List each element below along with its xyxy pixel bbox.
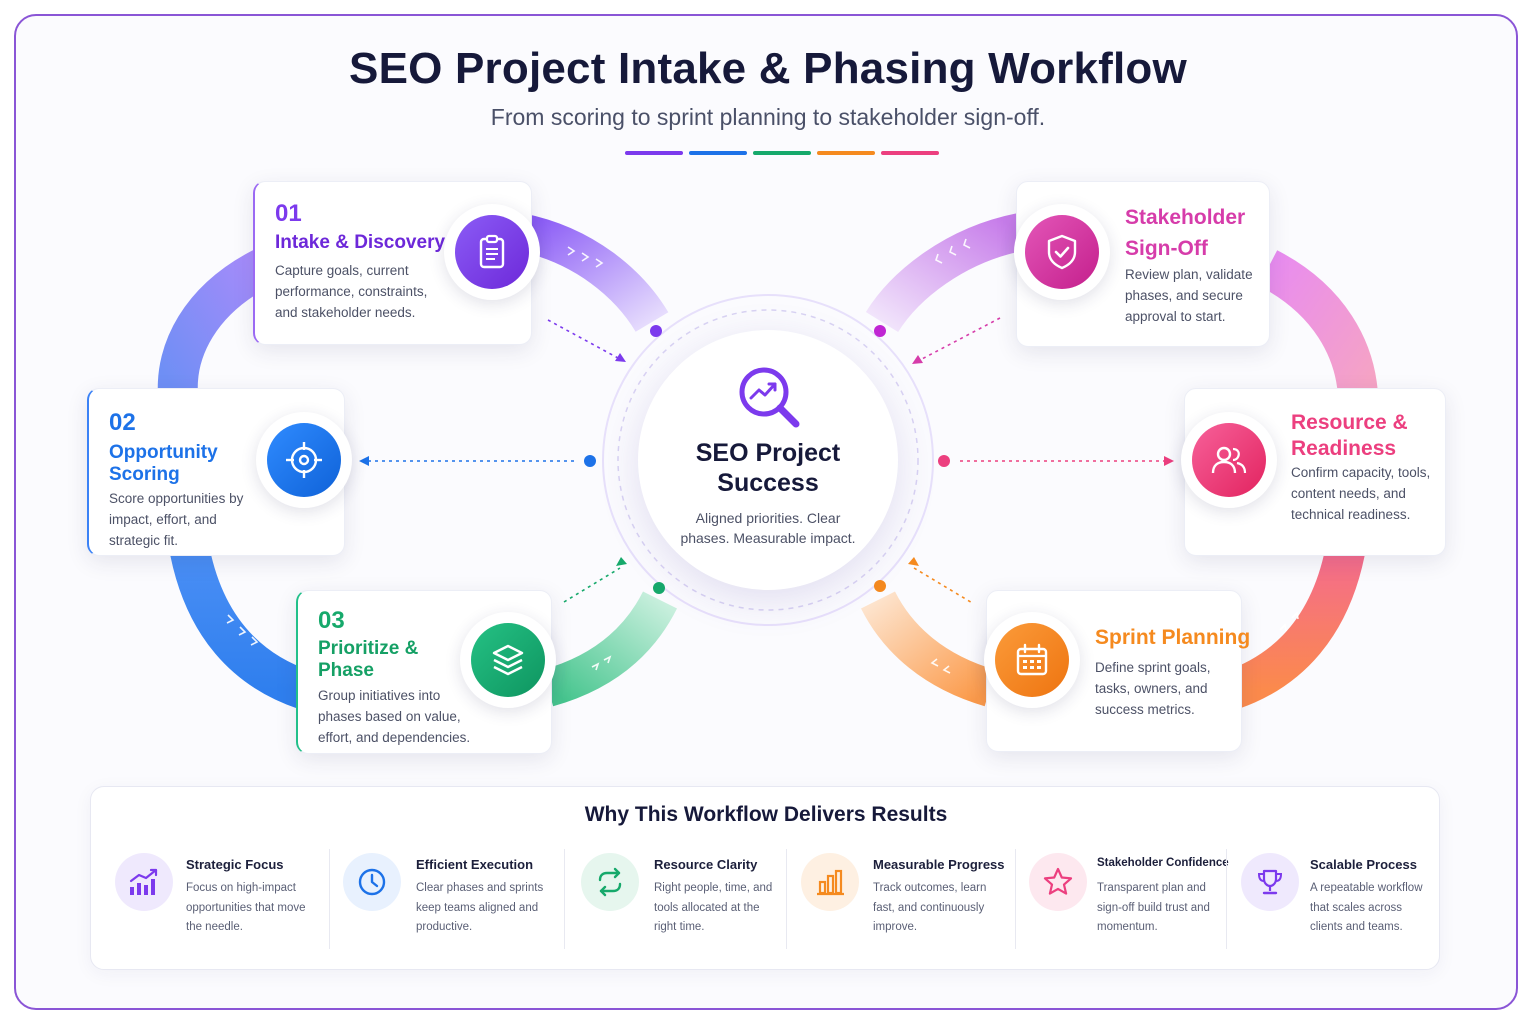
step-title: Prioritize & Phase: [318, 638, 419, 681]
loop-arc-sprint: [861, 591, 996, 707]
benefit-name: Stakeholder Confidence: [1097, 857, 1229, 869]
benefit-description: Track outcomes, learn fast, and continuo…: [873, 882, 987, 933]
node-dot-sprint: [874, 580, 886, 592]
benefits-panel: Why This Workflow Delivers Results Strat…: [90, 786, 1440, 970]
calendar-icon: [995, 623, 1069, 697]
benefit-name: Scalable Process: [1310, 857, 1417, 872]
star-icon: [1029, 853, 1087, 911]
clock-icon: [343, 853, 401, 911]
benefit-measurable-progress: Measurable Progress Track outcomes, lear…: [801, 851, 1011, 951]
benefits-title: Why This Workflow Delivers Results: [584, 803, 948, 826]
benefit-name: Efficient Execution: [416, 857, 534, 872]
loop-arc-signoff: [865, 213, 1025, 333]
hub-title: SEO Project Success: [695, 439, 841, 497]
benefit-name: Strategic Focus: [186, 857, 284, 872]
shield-check-icon: [1025, 215, 1099, 289]
benefit-description: Clear phases and sprints keep teams alig…: [416, 882, 544, 933]
accent-stripe-pink: [881, 151, 939, 155]
hub-circle: SEO Project Success Aligned priorities. …: [638, 330, 898, 590]
clipboard-icon: [455, 215, 529, 289]
dotted-connectors: [368, 317, 1166, 605]
benefit-description: Transparent plan and sign-off build trus…: [1097, 882, 1210, 933]
node-dot-resource: [938, 455, 950, 467]
benefit-scalable-process: Scalable Process A repeatable workflow t…: [1241, 851, 1431, 951]
benefit-description: Right people, time, and tools allocated …: [654, 882, 773, 933]
benefit-efficient-execution: Efficient Execution Clear phases and spr…: [343, 851, 548, 951]
benefit-description: A repeatable workflow that scales across…: [1310, 882, 1423, 933]
loop-arc-intake: [515, 213, 669, 333]
node-dot-prioritize: [653, 582, 665, 594]
loop-arc-left-upper: [157, 250, 272, 397]
step-title: Resource & Readiness: [1291, 411, 1408, 460]
trophy-icon: [1241, 853, 1299, 911]
layers-icon: [471, 623, 545, 697]
accent-stripe-blue: [689, 151, 747, 155]
step-title: Intake & Discovery: [275, 232, 446, 253]
benefit-stakeholder-confidence: Stakeholder Confidence Transparent plan …: [1029, 851, 1229, 951]
accent-stripe-orange: [817, 151, 875, 155]
loop-arc-prioritize: [542, 591, 677, 707]
node-dot-scoring: [584, 455, 596, 467]
repeat-icon: [581, 853, 639, 911]
benefit-divider: [786, 849, 787, 949]
step-description: Capture goals, current performance, cons…: [275, 263, 428, 320]
step-description: Score opportunities by impact, effort, a…: [109, 491, 244, 548]
node-dot-signoff: [874, 325, 886, 337]
page-subtitle: From scoring to sprint planning to stake…: [490, 104, 1046, 130]
hub-outer-ring: [602, 294, 934, 626]
loop-arc-right-upper: [1258, 250, 1378, 397]
step-title: Stakeholder Sign-Off: [1125, 206, 1246, 260]
benefit-strategic-focus: Strategic Focus Focus on high-impact opp…: [115, 851, 320, 951]
icon-disc-resource: [1181, 412, 1277, 508]
step-description: Review plan, validate phases, and secure…: [1125, 267, 1253, 324]
step-description: Confirm capacity, tools, content needs, …: [1291, 465, 1431, 522]
trend-chart-icon: [115, 853, 173, 911]
benefit-divider: [1015, 849, 1016, 949]
step-description: Define sprint goals, tasks, owners, and …: [1095, 660, 1211, 717]
icon-disc-signoff: [1014, 204, 1110, 300]
icon-disc-prioritize: [460, 612, 556, 708]
bar-chart-icon: [801, 853, 859, 911]
hub-dashed-ring: [617, 309, 919, 611]
benefit-name: Resource Clarity: [654, 857, 758, 872]
page-title: SEO Project Intake & Phasing Workflow: [349, 44, 1187, 93]
step-description: Group initiatives into phases based on v…: [318, 688, 471, 745]
node-dot-intake: [650, 325, 662, 337]
step-title: Sprint Planning: [1095, 626, 1251, 649]
arc-chevrons: [226, 238, 1299, 674]
step-title: Opportunity Scoring: [109, 442, 218, 485]
step-number: 01: [275, 200, 302, 227]
loop-arc-right-lower: [1225, 547, 1365, 709]
icon-disc-scoring: [256, 412, 352, 508]
target-icon: [267, 423, 341, 497]
step-number: 02: [109, 409, 136, 436]
accent-stripe-green: [753, 151, 811, 155]
benefit-resource-clarity: Resource Clarity Right people, time, and…: [581, 851, 786, 951]
benefit-description: Focus on high-impact opportunities that …: [186, 882, 306, 933]
accent-stripe-purple: [625, 151, 683, 155]
benefit-name: Measurable Progress: [873, 857, 1005, 872]
users-icon: [1192, 423, 1266, 497]
benefit-divider: [564, 849, 565, 949]
connector-arrowheads: [359, 353, 1174, 566]
icon-disc-intake: [444, 204, 540, 300]
benefit-divider: [329, 849, 330, 949]
magnifier-chart-icon: [734, 362, 804, 432]
benefit-divider: [1226, 849, 1227, 949]
step-number: 03: [318, 607, 345, 634]
icon-disc-sprint: [984, 612, 1080, 708]
loop-arc-left-lower: [170, 547, 312, 709]
hub-description: Aligned priorities. Clear phases. Measur…: [680, 510, 856, 546]
